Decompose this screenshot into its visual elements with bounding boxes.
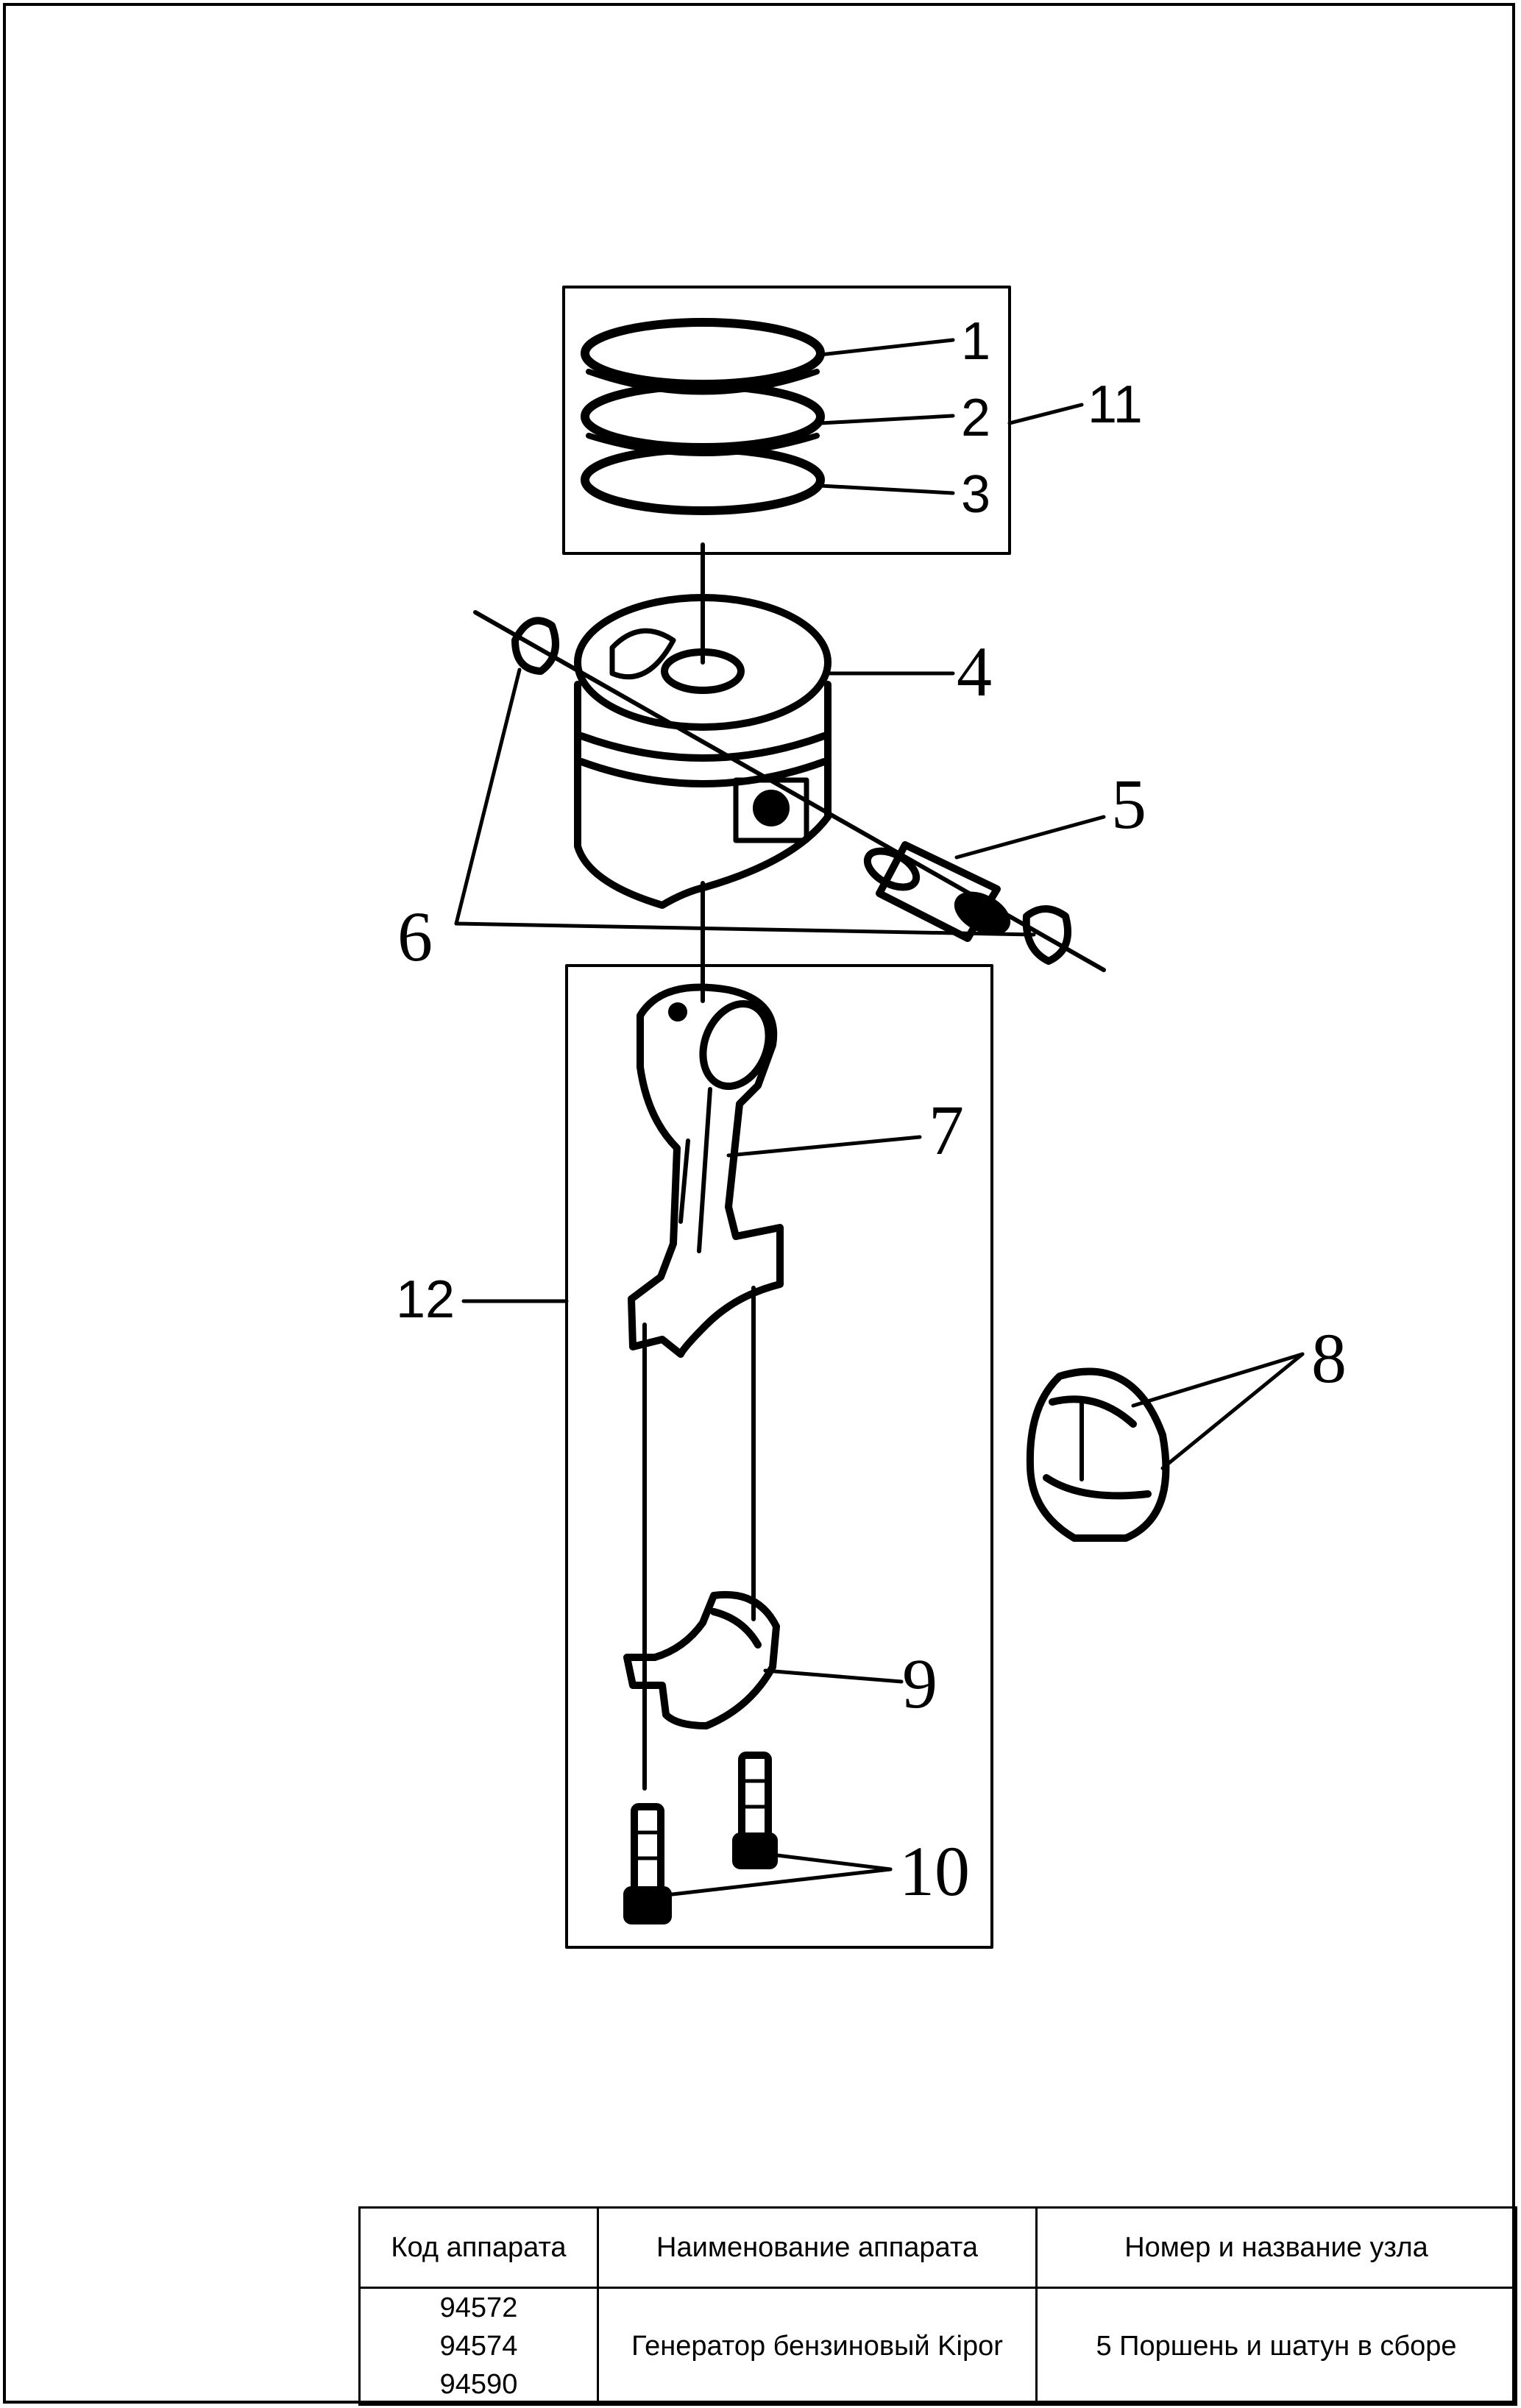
rod-bolts <box>623 1752 778 1924</box>
device-code: 94572 <box>439 2292 518 2323</box>
piston-pin <box>863 841 1011 942</box>
piston-rings <box>581 318 825 515</box>
callout-12: 12 <box>396 1270 455 1329</box>
callout-1: 1 <box>961 312 990 371</box>
callout-6: 6 <box>397 897 433 976</box>
compression-ring-1 <box>581 318 825 389</box>
ring-set-box <box>562 286 1011 555</box>
device-codes: 94572 94574 94590 <box>358 2287 599 2406</box>
title-block-header-row: Код аппарата Наименование аппарата Номер… <box>358 2206 1517 2289</box>
connecting-rod-assembly-box <box>565 964 993 1949</box>
assembly-axis-lines <box>473 542 1106 1791</box>
compression-ring-2 <box>581 381 825 452</box>
oil-ring-3 <box>581 445 825 515</box>
callout-8: 8 <box>1311 1319 1347 1398</box>
connecting-rod-cap <box>623 1591 780 1729</box>
callout-11: 11 <box>1088 375 1143 434</box>
callout-7: 7 <box>929 1091 964 1169</box>
device-name: Генератор бензиновый Kipor <box>597 2287 1038 2406</box>
callout-3: 3 <box>961 465 990 524</box>
header-device-name: Наименование аппарата <box>597 2206 1038 2289</box>
callout-9: 9 <box>902 1644 937 1723</box>
title-block: Код аппарата Наименование аппарата Номер… <box>358 2206 1517 2406</box>
piston <box>574 594 832 909</box>
connecting-rod <box>628 983 784 1358</box>
header-node: Номер и название узла <box>1035 2206 1517 2289</box>
title-block-value-row: 94572 94574 94590 Генератор бензиновый K… <box>358 2287 1517 2406</box>
device-code: 94574 <box>439 2331 518 2362</box>
node-name: 5 Поршень и шатун в сборе <box>1035 2287 1517 2406</box>
callout-2: 2 <box>961 389 990 447</box>
callout-5: 5 <box>1111 765 1146 843</box>
callout-4: 4 <box>957 632 992 711</box>
circlips <box>511 617 1072 965</box>
callout-10: 10 <box>899 1832 970 1911</box>
bearing-shell <box>1026 1367 1170 1542</box>
header-device-code: Код аппарата <box>358 2206 599 2289</box>
leader-lines <box>454 338 1305 1897</box>
device-code: 94590 <box>439 2369 518 2400</box>
